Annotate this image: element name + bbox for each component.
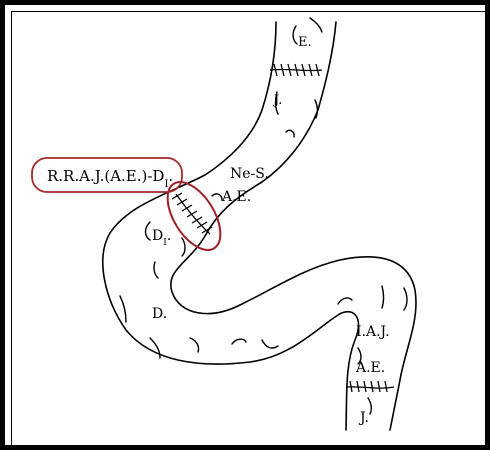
- inner-frame: [11, 11, 489, 449]
- callout-label: R.R.A.J.(A.E.)-DI.: [47, 167, 173, 190]
- label-d: D.: [152, 306, 167, 322]
- label-e: E.: [298, 35, 312, 50]
- label-ae-low: A.E.: [355, 360, 385, 376]
- callout-box: [31, 157, 183, 193]
- label-j-top: J.: [272, 93, 282, 108]
- label-j-bottom: J.: [358, 410, 369, 426]
- label-ae-mid: A.E.: [221, 189, 251, 205]
- label-d1: DI.: [152, 228, 171, 248]
- tube-outer-wall: [102, 21, 360, 431]
- label-iaj: I.A.J.: [356, 324, 390, 340]
- anastomosis-highlight: [166, 181, 222, 251]
- tube-inner-wall: [170, 21, 417, 431]
- lower-staple-line: [345, 386, 395, 389]
- label-ne-s: Ne-S.: [230, 166, 269, 182]
